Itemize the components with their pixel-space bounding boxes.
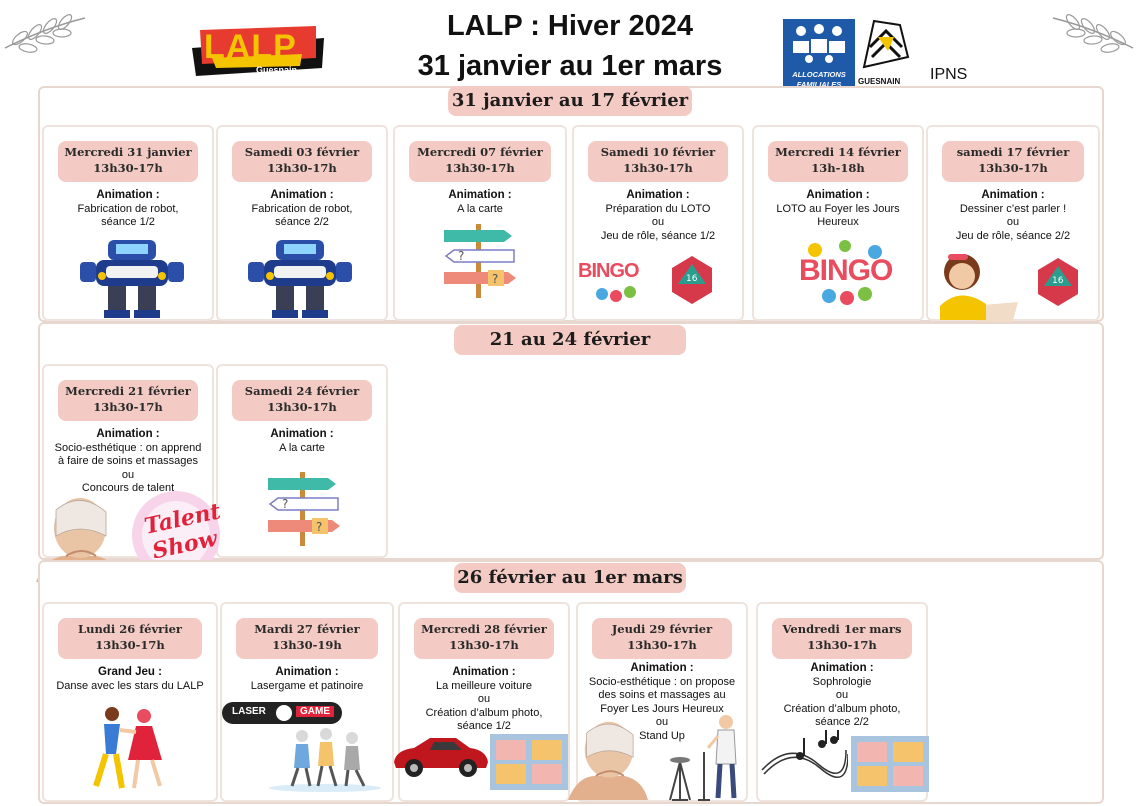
music-notes-icon	[761, 730, 848, 779]
ipns-label: IPNS	[930, 66, 968, 83]
face-mask-icon	[568, 721, 648, 800]
card-description: Animation :Socio-esthétique : on apprend…	[54, 428, 202, 494]
card-description: Animation :Lasergame et patinoire	[250, 666, 364, 692]
lalp-logo: LALP Guesnain	[192, 18, 324, 84]
stand-up-icon	[669, 715, 737, 801]
svg-text:16: 16	[686, 274, 698, 284]
svg-text:?: ?	[282, 497, 288, 511]
section-title-3: 26 février au 1er mars	[454, 563, 686, 593]
dice-icon: 16	[672, 256, 712, 304]
lasergame-logo: LASER GAME	[222, 702, 342, 724]
bingo-icon: BINGO	[576, 258, 648, 304]
section-title-2: 21 au 24 février	[454, 325, 686, 355]
page-subtitle: 31 janvier au 1er mars	[417, 50, 723, 82]
card-description: Animation :Socio-esthétique : on propose…	[588, 662, 736, 742]
ice-skaters-icon	[269, 728, 381, 792]
svg-text:?: ?	[458, 249, 464, 263]
robot-icon	[80, 240, 184, 318]
signpost-icon: ? ?	[268, 472, 340, 546]
photo-album-icon	[490, 734, 568, 790]
caf-logo: ALLOCATIONS FAMILIALES	[783, 19, 855, 91]
svg-text:?: ?	[492, 272, 498, 286]
bingo-icon: BINGO	[795, 240, 895, 306]
svg-text:16: 16	[1052, 276, 1064, 286]
card-description: Animation :A la carte	[448, 189, 512, 215]
photo-album-icon	[851, 736, 929, 792]
drawing-girl-icon	[940, 254, 1018, 324]
robot-icon	[248, 240, 352, 318]
car-icon	[394, 738, 488, 777]
card-description: Grand Jeu :Danse avec les stars du LALP	[56, 666, 204, 692]
card-description: Animation :Fabrication de robot,séance 2…	[251, 189, 353, 228]
dice-icon: 16	[1038, 258, 1078, 306]
signpost-icon: ? ?	[444, 224, 516, 298]
card-description: Animation :A la carte	[270, 428, 334, 454]
dancers-icon	[93, 707, 162, 789]
svg-text:?: ?	[316, 520, 322, 534]
guesnain-logo: GUESNAIN	[858, 17, 914, 89]
talent-show-icon: Talent Show	[126, 490, 226, 580]
card-description: Animation :Fabrication de robot,séance 1…	[77, 189, 179, 228]
section-title-1: 31 janvier au 17 février	[448, 86, 692, 116]
laurel-right-icon	[1052, 14, 1134, 53]
laurel-left-icon	[4, 14, 86, 53]
page-title: LALP : Hiver 2024	[446, 10, 694, 42]
